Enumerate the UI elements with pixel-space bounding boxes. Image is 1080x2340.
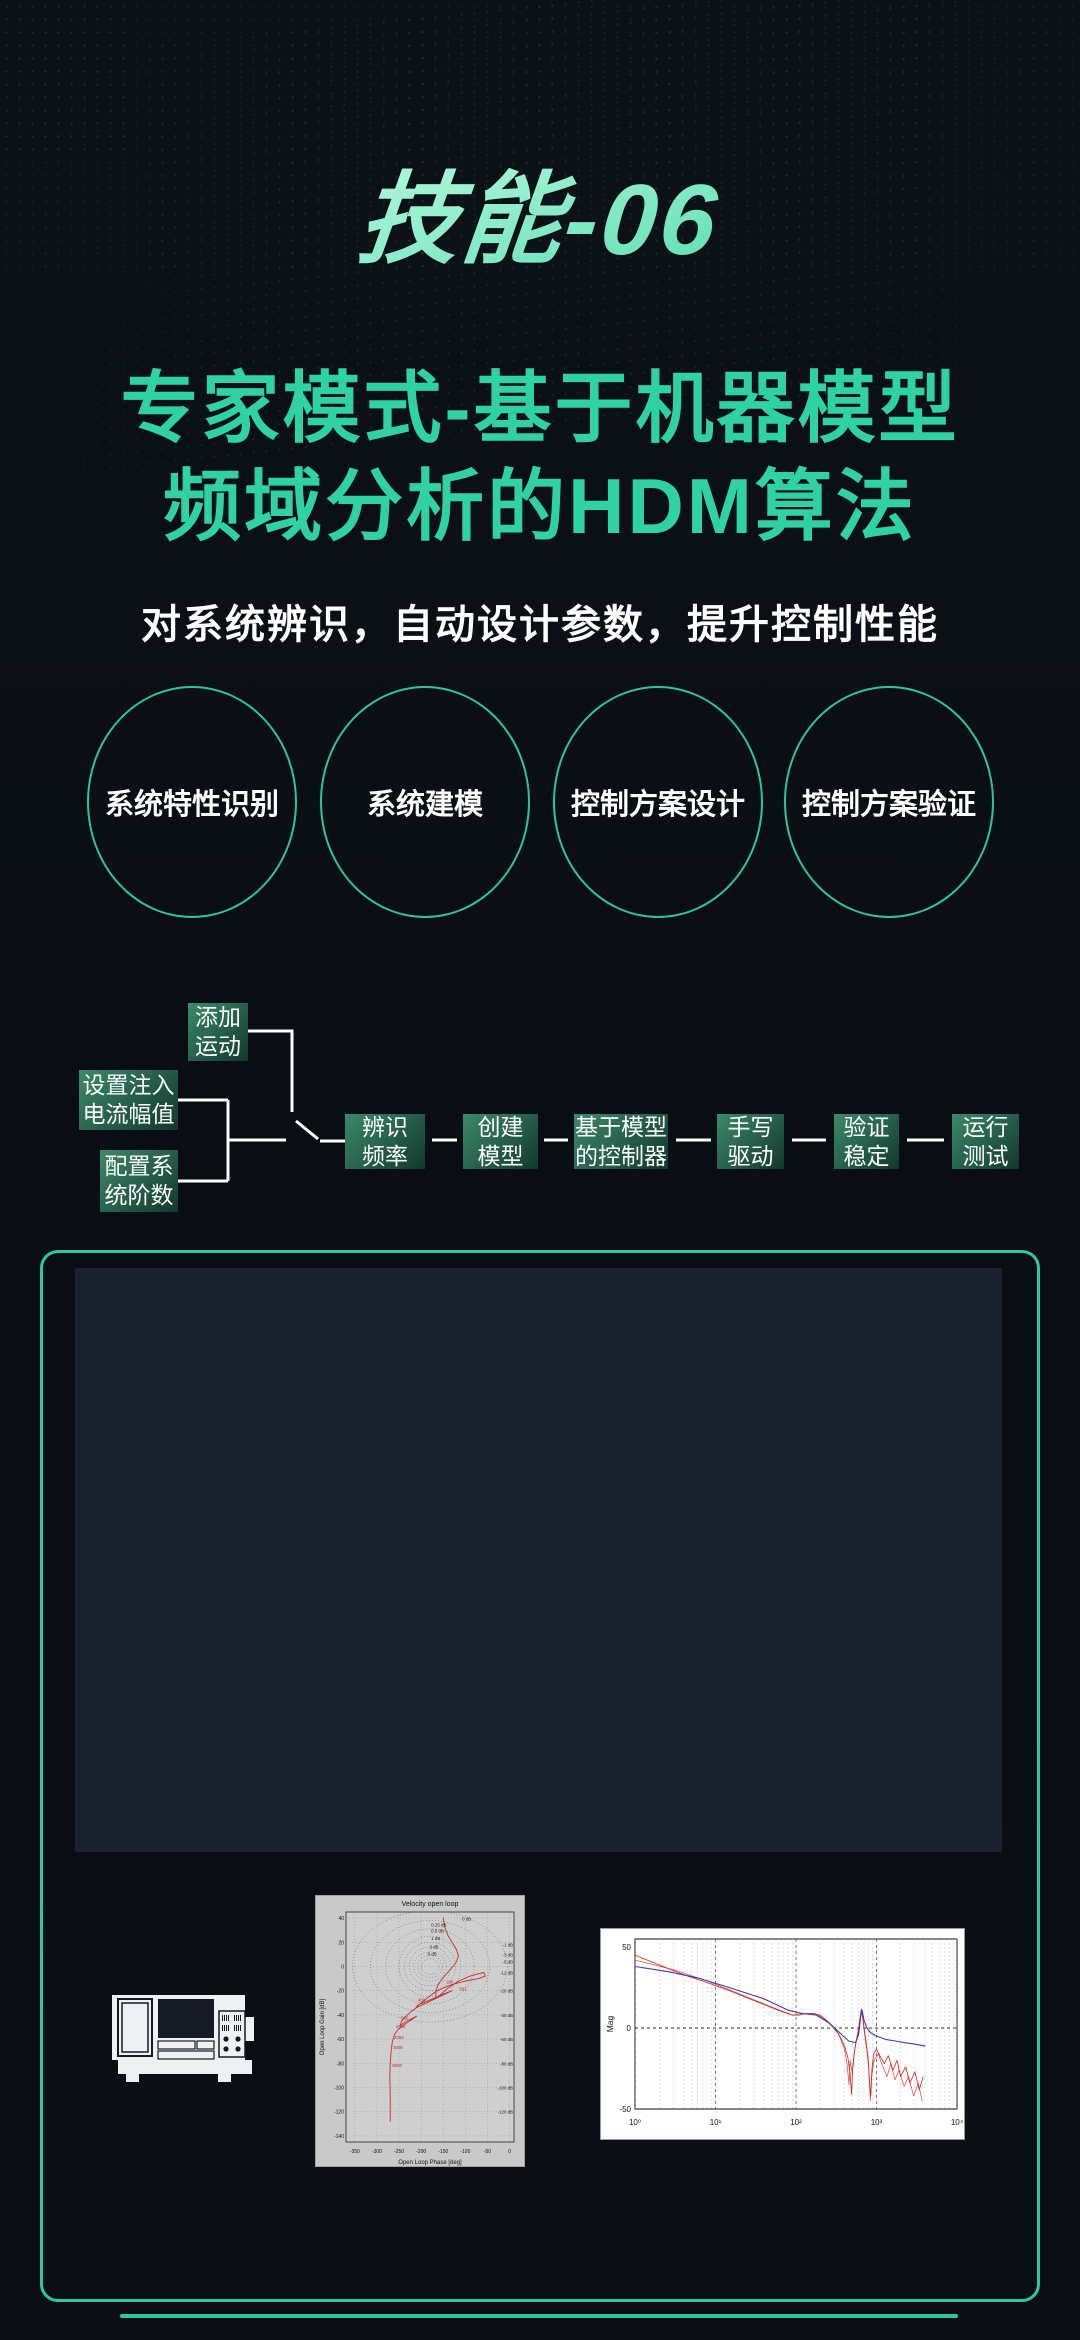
flow-box-system-order: 配置系统阶数 xyxy=(100,1150,178,1212)
software-screenshot: Frequency Analysis Identification Model … xyxy=(75,1268,1002,1852)
svg-text:400: 400 xyxy=(418,1998,426,2003)
svg-text:0: 0 xyxy=(627,2024,632,2033)
svg-text:10⁴: 10⁴ xyxy=(951,2118,964,2127)
svg-text:-100: -100 xyxy=(334,2086,344,2092)
badge-title: 技能-06 xyxy=(0,138,1080,283)
svg-text:-60 dB: -60 dB xyxy=(500,2037,513,2042)
svg-text:10³: 10³ xyxy=(871,2118,883,2127)
svg-text:-120 dB: -120 dB xyxy=(498,2110,513,2115)
svg-text:6 dB: 6 dB xyxy=(428,1952,437,1957)
flow-box-verify-stability: 验证稳定 xyxy=(834,1114,899,1169)
svg-text:-12 dB: -12 dB xyxy=(500,1971,513,1976)
svg-text:561: 561 xyxy=(459,1987,467,1992)
svg-text:2000: 2000 xyxy=(394,2035,404,2040)
svg-text:40: 40 xyxy=(338,1916,344,1922)
svg-text:-50: -50 xyxy=(619,2105,631,2114)
circle-label: 控制方案验证 xyxy=(801,789,976,821)
svg-text:-100 dB: -100 dB xyxy=(498,2086,513,2091)
circle-label: 系统建模 xyxy=(366,789,483,821)
cnc-machine-icon xyxy=(112,1995,254,2082)
circle-control-design: 控制方案设计 xyxy=(553,686,763,918)
flow-box-identify-frequency: 辨识频率 xyxy=(345,1114,425,1169)
svg-text:-40: -40 xyxy=(337,2013,344,2019)
svg-text:-120: -120 xyxy=(334,2110,344,2116)
svg-text:0: 0 xyxy=(341,1964,344,1970)
svg-text:-150: -150 xyxy=(438,2149,448,2155)
svg-text:-3 dB: -3 dB xyxy=(503,1952,514,1957)
svg-text:0.25 dB: 0.25 dB xyxy=(431,1923,446,1928)
svg-text:-1 dB: -1 dB xyxy=(503,1943,514,1948)
svg-text:3 dB: 3 dB xyxy=(429,1944,438,1949)
svg-text:-250: -250 xyxy=(394,2149,404,2155)
svg-text:500: 500 xyxy=(401,2016,409,2021)
velocity-open-loop-chart: Velocity open loop2004005005611000200030… xyxy=(320,1901,515,2166)
svg-text:-100: -100 xyxy=(460,2149,470,2155)
svg-text:-20: -20 xyxy=(337,1989,344,1995)
svg-text:-40 dB: -40 dB xyxy=(500,2013,513,2018)
svg-text:1 dB: 1 dB xyxy=(431,1936,440,1941)
svg-text:-350: -350 xyxy=(350,2149,360,2155)
flow-box-model-based-controller: 基于模型的控制器 xyxy=(574,1113,668,1169)
svg-text:-6 dB: -6 dB xyxy=(503,1960,514,1965)
circle-label: 系统特性识别 xyxy=(104,789,279,821)
svg-text:-50: -50 xyxy=(484,2149,491,2155)
svg-text:10¹: 10¹ xyxy=(710,2118,722,2127)
content-frame xyxy=(40,1250,1040,2302)
mag-plot-chart: 50 0 -50 10⁰ 10¹ 10² 10³ 10⁴ Mag xyxy=(605,1938,964,2127)
mag-plot-panel: 50 0 -50 10⁰ 10¹ 10² 10³ 10⁴ Mag xyxy=(600,1928,965,2140)
main-title-line2: 频域分析的HDM算法 xyxy=(163,462,917,550)
svg-text:Open Loop Phase [deg]: Open Loop Phase [deg] xyxy=(398,2160,462,2166)
svg-text:20: 20 xyxy=(338,1940,344,1946)
main-title-line1: 专家模式-基于机器模型 xyxy=(120,364,960,452)
flow-box-injection-amplitude: 设置注入电流幅值 xyxy=(79,1070,178,1130)
circle-label: 控制方案设计 xyxy=(570,789,745,821)
svg-text:-300: -300 xyxy=(372,2149,382,2155)
svg-text:-80 dB: -80 dB xyxy=(500,2061,513,2066)
svg-text:50: 50 xyxy=(622,1943,631,1952)
flow-box-add-motion: 添加运动 xyxy=(188,1003,248,1061)
svg-text:Velocity open loop: Velocity open loop xyxy=(402,1901,459,1908)
svg-text:-140: -140 xyxy=(334,2134,344,2140)
svg-text:10⁰: 10⁰ xyxy=(629,2118,641,2127)
circle-control-verification: 控制方案验证 xyxy=(784,686,994,918)
corner-dots-decoration xyxy=(0,0,130,150)
svg-text:0: 0 xyxy=(508,2149,511,2155)
svg-text:-200: -200 xyxy=(416,2149,426,2155)
flow-box-write-drive: 手写驱动 xyxy=(717,1114,784,1169)
svg-text:1000: 1000 xyxy=(396,2024,406,2029)
svg-text:200: 200 xyxy=(446,1979,454,1984)
circle-system-identification: 系统特性识别 xyxy=(87,686,297,918)
flow-box-run-test: 运行测试 xyxy=(952,1114,1019,1169)
svg-text:Mag: Mag xyxy=(605,2015,615,2032)
circle-system-modeling: 系统建模 xyxy=(320,686,530,918)
subtitle: 对系统辨识，自动设计参数，提升控制性能 xyxy=(141,603,939,647)
svg-text:5000: 5000 xyxy=(392,2063,402,2068)
svg-text:-20 dB: -20 dB xyxy=(500,1989,513,1994)
flow-box-create-model: 创建模型 xyxy=(463,1114,538,1169)
footer-accent-line xyxy=(120,2314,958,2318)
svg-text:Open Loop Gain [dB]: Open Loop Gain [dB] xyxy=(320,1998,326,2055)
svg-text:0 dB: 0 dB xyxy=(462,1916,471,1921)
svg-text:10²: 10² xyxy=(790,2118,802,2127)
svg-text:3000: 3000 xyxy=(393,2045,403,2050)
svg-text:0.5 dB: 0.5 dB xyxy=(431,1929,444,1934)
svg-text:-80: -80 xyxy=(337,2061,344,2067)
svg-text:-60: -60 xyxy=(337,2037,344,2043)
flowchart-connectors xyxy=(178,1029,944,1183)
